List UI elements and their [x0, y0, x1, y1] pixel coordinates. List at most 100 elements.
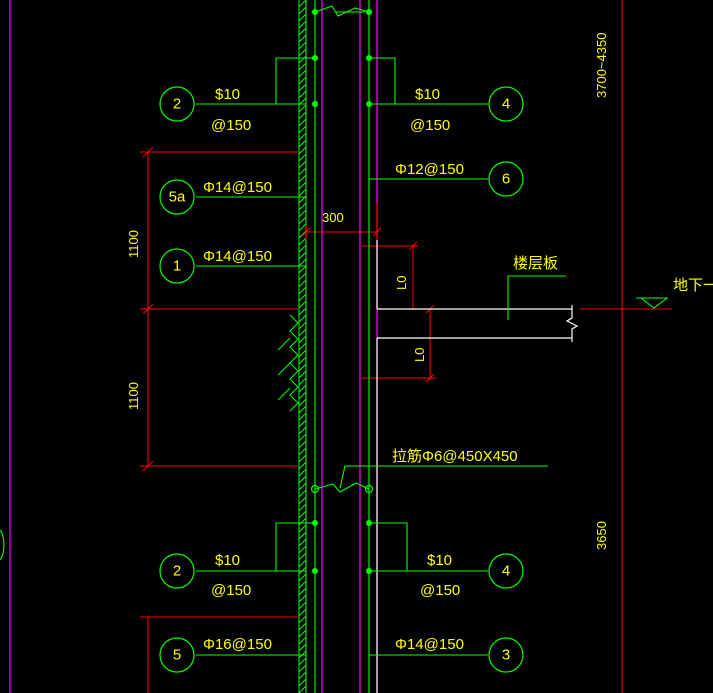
bubble-2-upper: 2	[159, 86, 195, 122]
hatch-mark	[298, 433, 307, 442]
rebar-lines	[0, 0, 668, 693]
rebar-label-2b-top: $10	[215, 552, 240, 569]
dimension-height-top: 3700~4350	[594, 33, 609, 98]
hatch-mark	[298, 216, 307, 225]
hatch-mark	[298, 426, 307, 435]
hatch-mark	[298, 146, 307, 155]
hatch-mark	[298, 300, 307, 309]
hatch-mark	[298, 363, 307, 372]
rebar-label-5a: Φ14@150	[203, 179, 272, 196]
dimension-lines	[140, 0, 672, 693]
bubble-label: 2	[173, 563, 181, 580]
hatch-mark	[298, 496, 307, 505]
rebar-label-1: Φ14@150	[203, 248, 272, 265]
dimension-300: 300	[322, 210, 344, 225]
hatch-mark	[298, 6, 307, 15]
hatch-mark	[298, 622, 307, 631]
hatch-mark	[298, 412, 307, 421]
hatch-mark	[298, 573, 307, 582]
hatch-mark	[298, 34, 307, 43]
hatch-mark	[298, 370, 307, 379]
hatch-mark	[298, 244, 307, 253]
bubble-label: 3	[502, 647, 510, 664]
hatch-mark	[298, 356, 307, 365]
hatch-mark	[298, 0, 307, 8]
hatch-mark	[298, 125, 307, 134]
hatch-mark	[298, 258, 307, 267]
hatch-mark	[298, 489, 307, 498]
hatch-mark	[298, 76, 307, 85]
hatch-mark	[298, 55, 307, 64]
hatch-mark	[298, 279, 307, 288]
hatch-mark	[298, 398, 307, 407]
hatch-mark	[298, 629, 307, 638]
rebar-label-4a-top: $10	[415, 86, 440, 103]
hatch-mark	[298, 328, 307, 337]
rebar-dots	[310, 9, 374, 574]
hatch-mark	[298, 678, 307, 687]
rebar-label-4b-bottom: @150	[420, 582, 460, 599]
bubble-label: 5a	[169, 189, 186, 206]
hatch-mark	[298, 552, 307, 561]
hatch-mark	[298, 139, 307, 148]
hatch-mark	[298, 181, 307, 190]
floor-slab-note: 楼层板	[513, 254, 558, 272]
dimension-lo-lower: L0	[412, 348, 427, 362]
hatch-mark	[298, 202, 307, 211]
hatch-mark	[298, 461, 307, 470]
hatch-mark	[298, 251, 307, 260]
hatch-mark	[298, 475, 307, 484]
hatch-mark	[298, 230, 307, 239]
hatch-mark	[298, 13, 307, 22]
hatch-mark	[298, 349, 307, 358]
hatch-mark	[298, 41, 307, 50]
hatch-mark	[298, 538, 307, 547]
dimension-lo-upper: L0	[394, 276, 409, 290]
hatch-mark	[298, 559, 307, 568]
rebar-label-6: Φ12@150	[395, 161, 464, 178]
hatch-mark	[298, 510, 307, 519]
bubble-label: 4	[502, 96, 510, 113]
bubble-4-upper: 4	[488, 86, 524, 122]
hatch-mark	[298, 685, 307, 693]
hatch-mark	[298, 440, 307, 449]
hatch-mark	[298, 391, 307, 400]
hatch-mark	[298, 307, 307, 316]
bubble-3: 3	[488, 637, 524, 673]
bubble-6: 6	[488, 161, 524, 197]
hatch-mark	[298, 286, 307, 295]
rebar-label-4a-bottom: @150	[410, 117, 450, 134]
hatch-mark	[298, 405, 307, 414]
basement-level-note: 地下一层	[673, 277, 713, 294]
hatch-mark	[298, 601, 307, 610]
tie-bar-note: 拉筋Φ6@450X450	[392, 448, 518, 465]
floor-slab	[376, 240, 579, 693]
hatch-mark	[298, 48, 307, 57]
hatch-mark	[298, 447, 307, 456]
hatch-mark	[298, 594, 307, 603]
hatch-mark	[298, 265, 307, 274]
bubble-label: 1	[173, 258, 181, 275]
dimension-upper-1100: 1100	[126, 230, 141, 258]
hatch-mark	[298, 636, 307, 645]
hatch-mark	[298, 671, 307, 680]
bubble-label: 6	[502, 171, 510, 188]
wall-hatch	[298, 0, 307, 693]
hatch-mark	[298, 153, 307, 162]
rebar-label-3: Φ14@150	[395, 636, 464, 653]
bubble-5a: 5a	[159, 179, 195, 215]
hatch-mark	[298, 664, 307, 673]
hatch-mark	[298, 314, 307, 323]
hatch-mark	[298, 167, 307, 176]
hatch-mark	[298, 209, 307, 218]
hatch-mark	[298, 118, 307, 127]
hatch-mark	[298, 587, 307, 596]
hatch-mark	[298, 174, 307, 183]
hatch-mark	[298, 503, 307, 512]
rebar-label-2a-top: $10	[215, 86, 240, 103]
hatch-mark	[298, 615, 307, 624]
hatch-mark	[298, 237, 307, 246]
hatch-mark	[298, 377, 307, 386]
hatch-mark	[298, 384, 307, 393]
